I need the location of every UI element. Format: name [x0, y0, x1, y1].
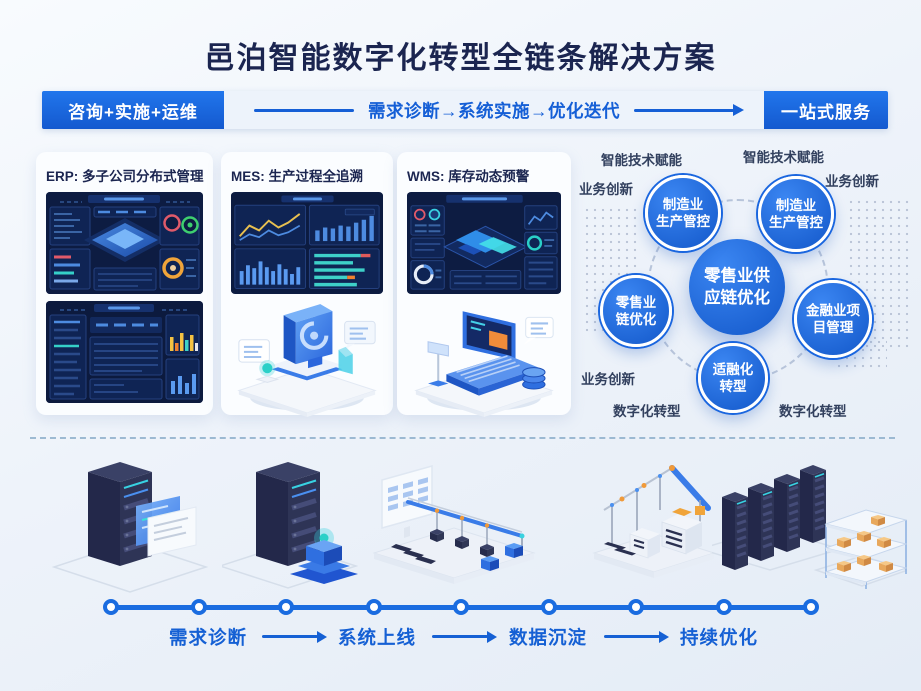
timeline-node — [278, 599, 294, 615]
mes-3d-illustration — [227, 297, 387, 417]
wms-3d-illustration — [403, 297, 565, 417]
wms-dashboard-screenshot — [407, 192, 561, 294]
dashed-separator — [30, 437, 895, 439]
erp-dashboard-1-art — [46, 192, 203, 294]
server-with-cards-illustration — [48, 448, 213, 598]
bubble-manufacturing-right: 制造业 生产管控 — [758, 176, 834, 252]
timeline-nodes — [103, 599, 819, 615]
right-service-badge: 一站式服务 — [764, 91, 888, 129]
production-line-illustration — [362, 452, 537, 597]
step-data-accumulation: 数据沉淀 — [508, 627, 587, 648]
wms-panel-title: WMS: 库存动态预警 — [407, 169, 530, 184]
mes-panel-title: MES: 生产过程全追溯 — [231, 169, 364, 184]
mes-dashboard-screenshot — [231, 192, 383, 294]
eco-label-lower-left: 业务创新 — [581, 372, 635, 387]
timeline-node — [103, 599, 119, 615]
racks-and-shelf-illustration — [712, 448, 907, 598]
flow-text: 需求诊断→系统实施→优化迭代 — [368, 100, 620, 121]
server-with-cube-illustration — [222, 448, 362, 598]
eco-label-bottom-left: 数字化转型 — [613, 404, 681, 419]
eco-label-top-left: 智能技术赋能 — [601, 153, 682, 168]
erp-panel: ERP: 多子公司分布式管理 — [36, 152, 213, 415]
step-continuous-optimization: 持续优化 — [679, 627, 758, 648]
erp-dashboard-screenshot-2 — [46, 301, 203, 403]
step-system-launch: 系统上线 — [337, 627, 416, 648]
flow-arrow-right-icon — [634, 103, 744, 116]
step-arrow-icon — [432, 630, 497, 643]
timeline-node — [190, 599, 207, 615]
timeline-node — [365, 599, 382, 615]
timeline-node — [628, 599, 644, 615]
mes-3d-art — [237, 304, 377, 417]
erp-panel-title: ERP: 多子公司分布式管理 — [46, 169, 204, 184]
racks-shelf-art — [712, 465, 907, 589]
step-arrow-icon — [262, 630, 327, 643]
industry-ecosystem-diagram: 智能技术赋能 智能技术赋能 业务创新 业务创新 业务创新 数字化转型 数字化转型… — [575, 140, 920, 432]
eco-label-bottom-right: 数字化转型 — [779, 404, 847, 419]
erp-dashboard-screenshot-1 — [46, 192, 203, 294]
flow-strip: 需求诊断→系统实施→优化迭代 — [224, 91, 764, 129]
bubble-retail-supply-chain: 零售业供 应链优化 — [689, 239, 785, 335]
eco-label-top-right: 智能技术赋能 — [743, 150, 824, 165]
production-line-art — [372, 465, 536, 584]
eco-label-upper-left: 业务创新 — [579, 182, 633, 197]
service-flow-bar: 咨询+实施+运维 需求诊断→系统实施→优化迭代 一站式服务 — [42, 91, 888, 129]
eco-label-upper-right: 业务创新 — [825, 174, 879, 189]
step-arrow-icon — [604, 630, 669, 643]
bubble-retail-chain: 零售业 链优化 — [600, 275, 672, 347]
page-title: 邑泊智能数字化转型全链条解决方案 — [204, 42, 717, 75]
left-service-badge: 咨询+实施+运维 — [42, 91, 224, 129]
server-cards-art — [51, 462, 209, 593]
bubble-adaptive-transformation: 适融化 转型 — [698, 343, 768, 413]
timeline-node — [803, 599, 819, 615]
timeline-node — [715, 599, 732, 615]
wms-dashboard-art — [407, 192, 561, 294]
mes-dashboard-art — [231, 193, 383, 293]
wms-panel: WMS: 库存动态预警 — [397, 152, 571, 417]
timeline-steps: 需求诊断 系统上线 数据沉淀 持续优化 — [0, 624, 921, 664]
crane-station-illustration — [592, 450, 717, 598]
flow-line-left-icon — [254, 108, 354, 112]
timeline-node — [453, 599, 469, 615]
erp-dashboard-2-art — [46, 301, 203, 403]
bubble-finance-project: 金融业项 目管理 — [794, 280, 872, 358]
timeline-node — [540, 599, 557, 615]
wms-3d-art — [414, 311, 554, 417]
mes-panel: MES: 生产过程全追溯 — [221, 152, 393, 417]
step-demand-diagnosis: 需求诊断 — [168, 627, 247, 648]
implementation-timeline — [103, 598, 819, 616]
crane-station-art — [592, 465, 716, 578]
bubble-manufacturing-left: 制造业 生产管控 — [645, 175, 721, 251]
server-cube-art — [222, 462, 359, 589]
